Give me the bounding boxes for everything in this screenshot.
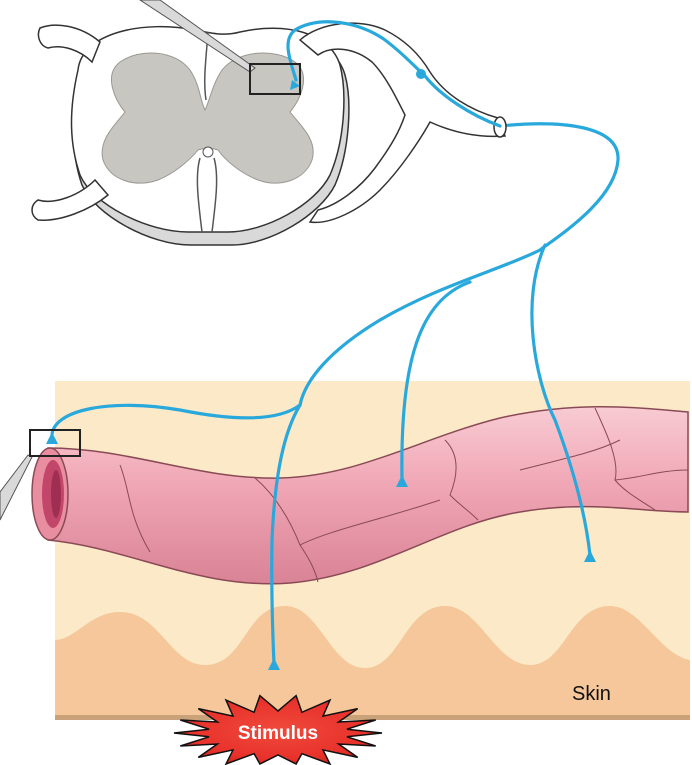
stimulus-label: Stimulus xyxy=(238,723,318,744)
skin-bottom-edge xyxy=(55,715,690,720)
vessel-opening-lumen xyxy=(51,470,61,518)
left-ventral-root xyxy=(32,180,108,220)
spinal-cord-cross-section xyxy=(32,23,506,245)
skin-label: Skin xyxy=(572,683,611,705)
central-canal xyxy=(203,147,213,157)
pointer-wedge-vessel xyxy=(0,455,32,520)
left-dorsal-root xyxy=(38,25,100,62)
dorsal-root-ganglion-cell xyxy=(416,69,426,79)
nerve-trunk xyxy=(300,124,618,405)
